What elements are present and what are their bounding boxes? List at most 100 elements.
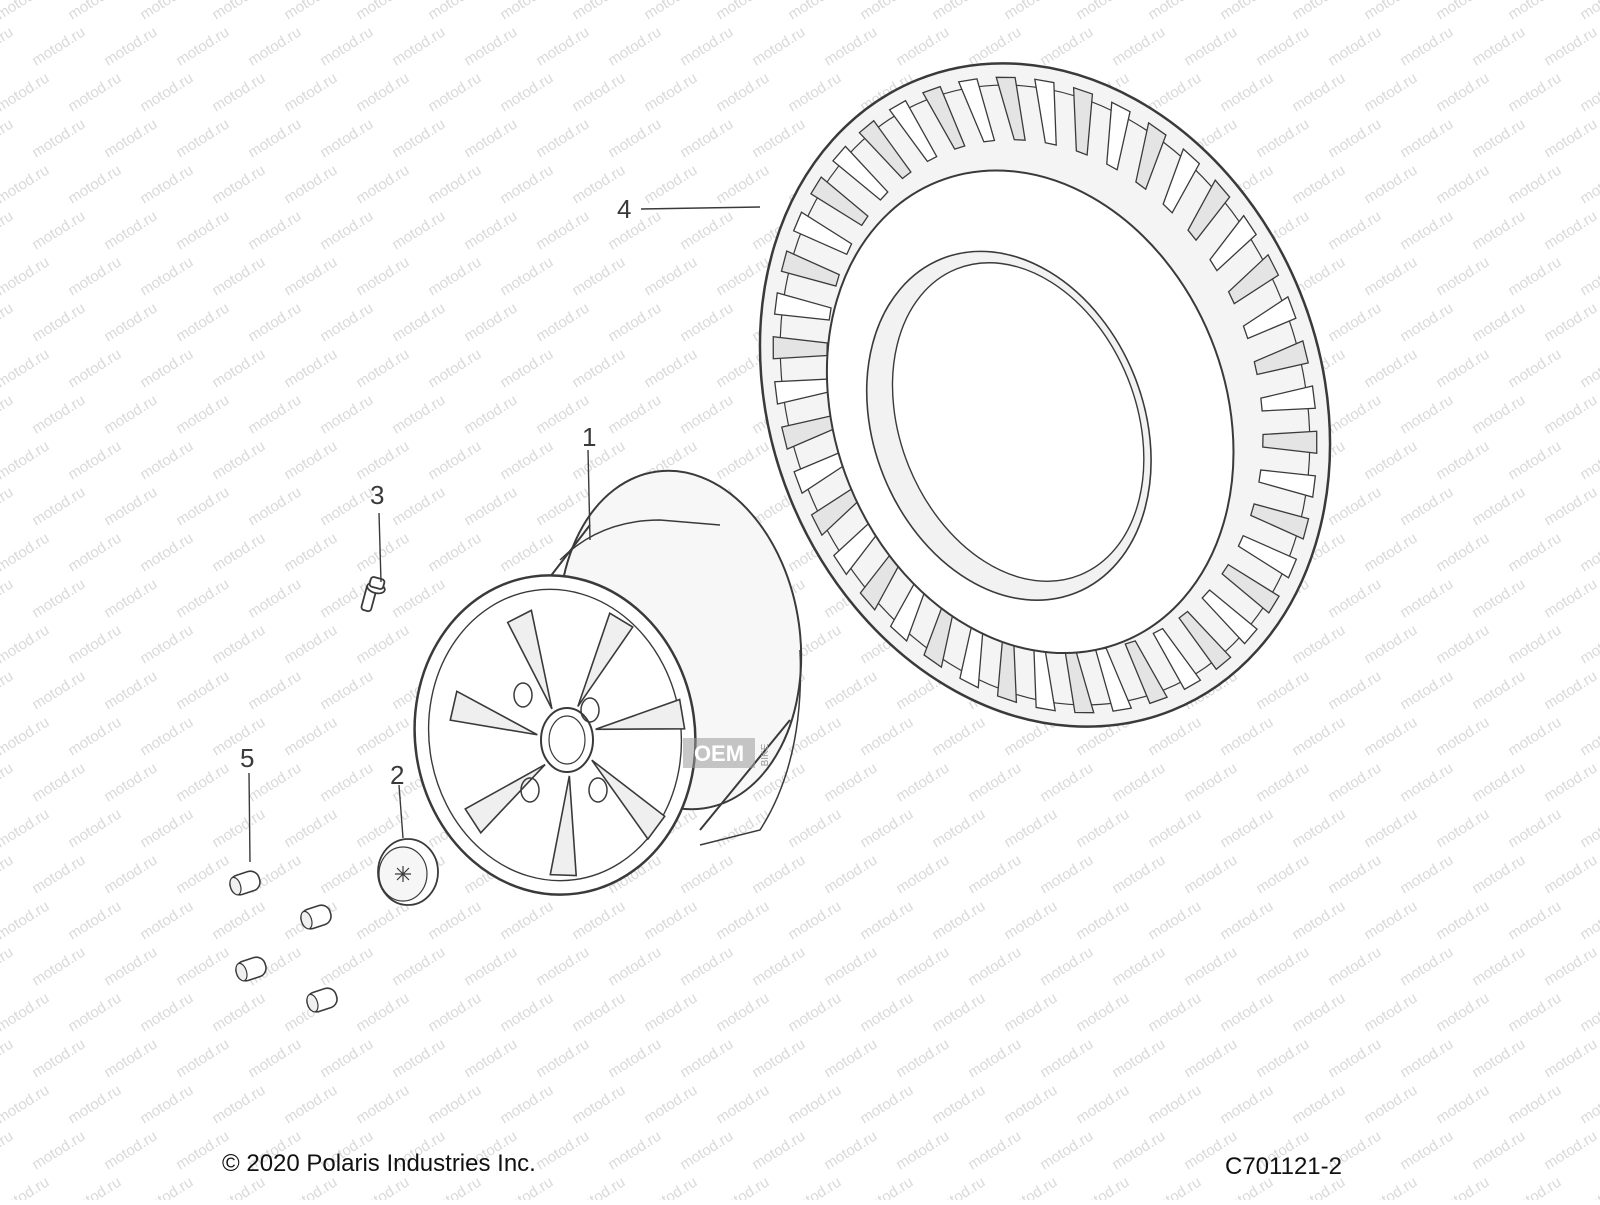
watermark-text: motod.ru bbox=[0, 760, 16, 806]
watermark-text: motod.ru bbox=[893, 1036, 952, 1082]
watermark-text: motod.ru bbox=[1505, 714, 1564, 760]
watermark-text: motod.ru bbox=[65, 254, 124, 300]
watermark-text: motod.ru bbox=[1109, 24, 1168, 70]
watermark-text: motod.ru bbox=[749, 1128, 808, 1174]
watermark-text: motod.ru bbox=[713, 1174, 772, 1200]
watermark-text: motod.ru bbox=[893, 944, 952, 990]
watermark-text: motod.ru bbox=[785, 898, 844, 944]
watermark-text: motod.ru bbox=[1073, 0, 1132, 23]
watermark-text: motod.ru bbox=[1217, 714, 1276, 760]
watermark-text: motod.ru bbox=[0, 1174, 52, 1200]
watermark-text: motod.ru bbox=[1289, 0, 1348, 23]
watermark-text: motod.ru bbox=[497, 898, 556, 944]
watermark-text: motod.ru bbox=[1433, 0, 1492, 23]
tread-block bbox=[1227, 253, 1280, 305]
watermark-text: motod.ru bbox=[173, 484, 232, 530]
watermark-text: motod.ru bbox=[101, 1036, 160, 1082]
watermark-text: motod.ru bbox=[29, 1128, 88, 1174]
watermark-text: motod.ru bbox=[0, 346, 52, 392]
watermark-text: motod.ru bbox=[281, 622, 340, 668]
watermark-text: motod.ru bbox=[317, 208, 376, 254]
tread-block bbox=[1152, 627, 1202, 691]
watermark-text: motod.ru bbox=[533, 484, 592, 530]
watermark-text: motod.ru bbox=[1469, 116, 1528, 162]
watermark-text: motod.ru bbox=[65, 990, 124, 1036]
watermark-text: motod.ru bbox=[1181, 1036, 1240, 1082]
watermark-text: motod.ru bbox=[425, 254, 484, 300]
watermark-text: motod.ru bbox=[1361, 898, 1420, 944]
watermark-text: motod.ru bbox=[1433, 714, 1492, 760]
watermark-text: motod.ru bbox=[1109, 1036, 1168, 1082]
tread-block bbox=[995, 76, 1026, 141]
watermark-text: motod.ru bbox=[209, 0, 268, 23]
watermark-text: motod.ru bbox=[605, 1036, 664, 1082]
tread-block bbox=[921, 85, 966, 150]
watermark-text: motod.ru bbox=[1181, 944, 1240, 990]
watermark-text: motod.ru bbox=[389, 208, 448, 254]
figure-code: C701121-2 bbox=[1225, 1153, 1342, 1180]
tread-block bbox=[858, 119, 912, 180]
watermark-text: motod.ru bbox=[1541, 944, 1600, 990]
watermark-text: motod.ru bbox=[1397, 944, 1456, 990]
watermark-text: motod.ru bbox=[1361, 530, 1420, 576]
watermark-text: motod.ru bbox=[245, 576, 304, 622]
watermark-text: motod.ru bbox=[65, 438, 124, 484]
watermark-text: motod.ru bbox=[569, 70, 628, 116]
watermark-text: motod.ru bbox=[245, 1036, 304, 1082]
watermark-text: motod.ru bbox=[497, 0, 556, 23]
watermark-text: motod.ru bbox=[1541, 300, 1600, 346]
copyright-text: © 2020 Polaris Industries Inc. bbox=[222, 1150, 536, 1177]
watermark-text: motod.ru bbox=[281, 0, 340, 23]
callout-center-cap: 2 bbox=[390, 760, 405, 790]
watermark-text: motod.ru bbox=[0, 944, 16, 990]
tread-block bbox=[1201, 589, 1258, 645]
watermark-text: motod.ru bbox=[29, 484, 88, 530]
watermark-text: motod.ru bbox=[173, 1036, 232, 1082]
watermark-text: motod.ru bbox=[101, 208, 160, 254]
watermark-text: motod.ru bbox=[389, 116, 448, 162]
watermark-text: motod.ru bbox=[1505, 1174, 1564, 1200]
watermark-text: motod.ru bbox=[1469, 484, 1528, 530]
watermark-text: motod.ru bbox=[101, 760, 160, 806]
watermark-text: motod.ru bbox=[857, 714, 916, 760]
watermark-text: motod.ru bbox=[1397, 24, 1456, 70]
watermark-text: motod.ru bbox=[929, 714, 988, 760]
watermark-text: motod.ru bbox=[497, 162, 556, 208]
watermark-text: motod.ru bbox=[785, 806, 844, 852]
wheel-spoke bbox=[577, 612, 634, 707]
watermark-text: motod.ru bbox=[1397, 1036, 1456, 1082]
watermark-text: motod.ru bbox=[1577, 714, 1600, 760]
watermark-text: motod.ru bbox=[1289, 898, 1348, 944]
watermark-text: motod.ru bbox=[605, 392, 664, 438]
watermark-text: motod.ru bbox=[137, 254, 196, 300]
watermark-text: motod.ru bbox=[1361, 806, 1420, 852]
tread-block bbox=[888, 99, 938, 163]
watermark-text: motod.ru bbox=[929, 0, 988, 23]
watermark-text: motod.ru bbox=[317, 944, 376, 990]
watermark-text: motod.ru bbox=[0, 806, 52, 852]
watermark-text: motod.ru bbox=[425, 1082, 484, 1128]
watermark-text: motod.ru bbox=[0, 1128, 16, 1174]
watermark-text: motod.ru bbox=[821, 1036, 880, 1082]
watermark-text: motod.ru bbox=[1145, 0, 1204, 23]
watermark-text: motod.ru bbox=[1361, 1082, 1420, 1128]
watermark-text: motod.ru bbox=[569, 990, 628, 1036]
watermark-text: motod.ru bbox=[173, 300, 232, 346]
watermark-text: motod.ru bbox=[749, 24, 808, 70]
watermark-text: motod.ru bbox=[173, 944, 232, 990]
tread-block bbox=[1124, 640, 1169, 705]
watermark-text: motod.ru bbox=[1361, 162, 1420, 208]
watermark-text: motod.ru bbox=[1433, 70, 1492, 116]
watermark-text: motod.ru bbox=[1469, 1128, 1528, 1174]
watermark-text: motod.ru bbox=[1397, 208, 1456, 254]
watermark-text: motod.ru bbox=[533, 116, 592, 162]
watermark-text: motod.ru bbox=[317, 300, 376, 346]
watermark-text: motod.ru bbox=[821, 1128, 880, 1174]
watermark-text: motod.ru bbox=[1577, 70, 1600, 116]
tread-block bbox=[1162, 147, 1201, 214]
tread-block bbox=[1242, 295, 1297, 340]
watermark-text: motod.ru bbox=[1217, 1082, 1276, 1128]
watermark-text: motod.ru bbox=[677, 116, 736, 162]
watermark-text: motod.ru bbox=[1397, 668, 1456, 714]
watermark-text: motod.ru bbox=[677, 852, 736, 898]
